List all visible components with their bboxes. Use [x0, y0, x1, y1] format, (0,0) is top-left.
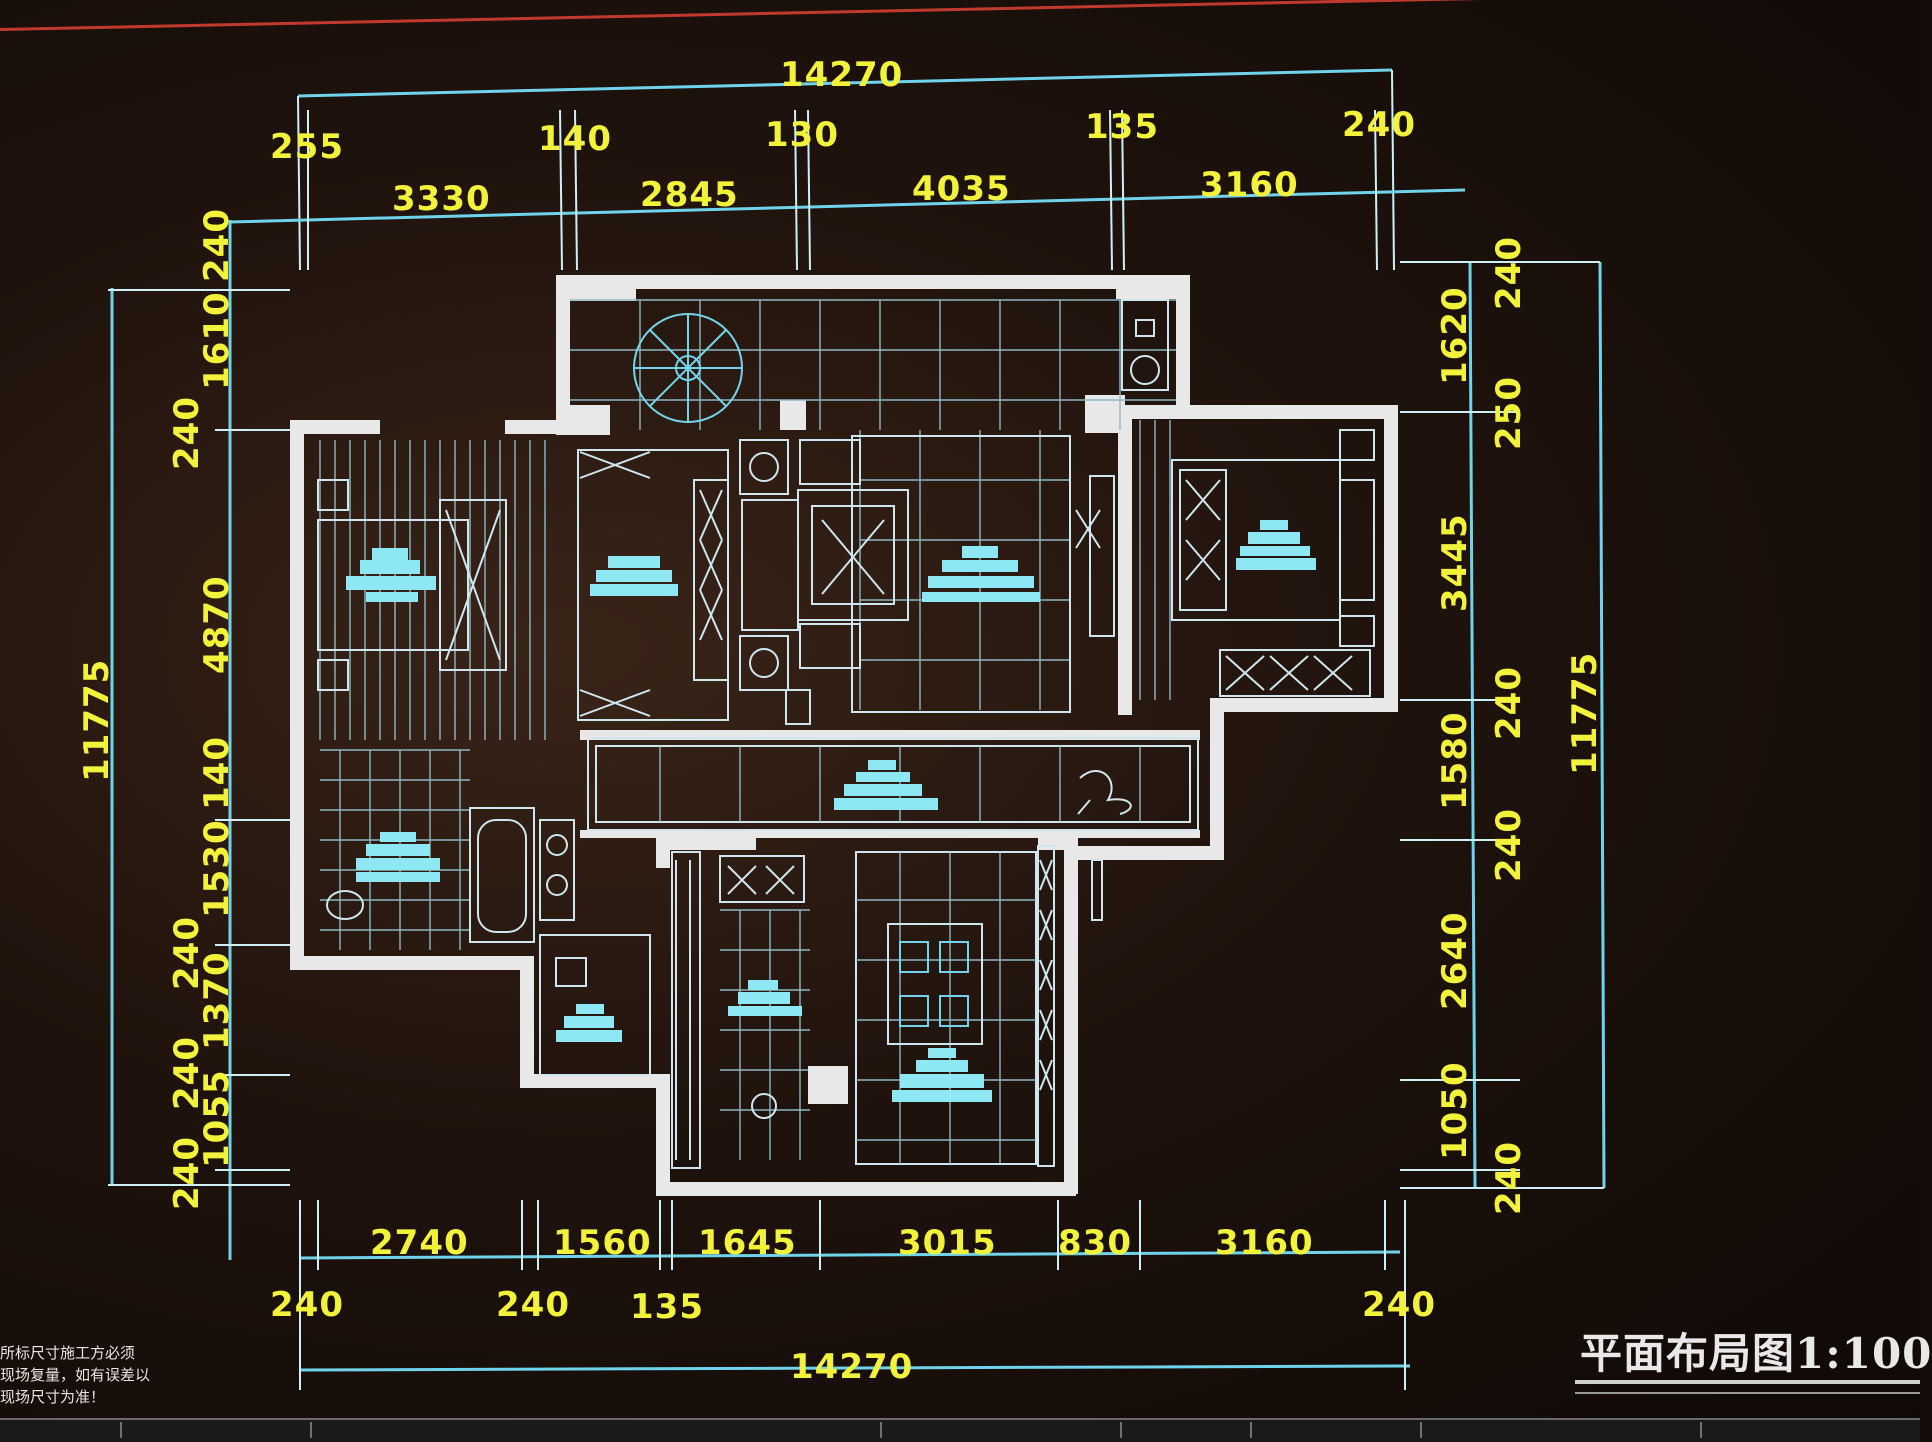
building-walls [290, 275, 1398, 1196]
dim-bottom-main: 1645 [698, 1223, 797, 1263]
cad-status-bar[interactable] [0, 1418, 1920, 1442]
dim-right-label: 240 [1489, 808, 1529, 882]
dim-right-label: 240 [1489, 236, 1529, 310]
dim-bottom-main: 2740 [370, 1223, 469, 1263]
dim-left-label: 240 [167, 1136, 207, 1210]
dim-left-label: 240 [167, 916, 207, 990]
balcony-area [570, 299, 1176, 430]
left-dimension-chain [108, 220, 290, 1260]
dim-bottom-small: 240 [270, 1285, 344, 1325]
dim-top-small: 130 [765, 115, 839, 155]
dim-bottom-small: 135 [630, 1287, 704, 1327]
dining-room [855, 845, 1103, 1167]
dim-bottom-main: 3015 [898, 1223, 997, 1263]
dim-bottom-overall: 14270 [790, 1347, 913, 1387]
master-bedroom [317, 440, 729, 740]
right-dimension-chain [1400, 261, 1606, 1189]
second-bedroom [1139, 420, 1375, 700]
status-segment[interactable] [120, 1422, 122, 1438]
dim-right-label: 3445 [1435, 513, 1475, 612]
dim-left-label: 140 [197, 736, 237, 810]
kitchen [671, 851, 848, 1169]
dim-left-overall: 11775 [77, 659, 117, 782]
status-segment[interactable] [1700, 1422, 1702, 1438]
title-underline [1575, 1380, 1920, 1384]
dim-left-label: 1610 [197, 291, 237, 390]
status-segment[interactable] [1250, 1422, 1252, 1438]
dim-left-label: 240 [167, 1036, 207, 1110]
living-room [739, 430, 1115, 725]
dim-right-overall: 11775 [1565, 652, 1605, 775]
corridor [587, 737, 1199, 831]
status-segment[interactable] [1420, 1422, 1422, 1438]
note-line: 所标尺寸施工方必须 [0, 1344, 136, 1362]
status-segment[interactable] [310, 1422, 312, 1438]
dim-right-label: 240 [1489, 1141, 1529, 1215]
dim-right-label: 2640 [1435, 911, 1475, 1010]
bathroom-left [320, 749, 651, 1076]
dim-top-small: 240 [1342, 105, 1416, 145]
dim-top-overall: 14270 [780, 55, 903, 95]
dim-bottom-small: 240 [1362, 1285, 1436, 1325]
note-line: 现场尺寸为准！ [0, 1388, 106, 1406]
dim-top-small: 140 [538, 119, 612, 159]
top-dimension-chain [229, 68, 1466, 271]
dim-left-label: 240 [167, 396, 207, 470]
dim-left-label: 4870 [197, 575, 237, 674]
dim-bottom-main: 1560 [553, 1223, 652, 1263]
dim-top-main: 3160 [1200, 165, 1299, 205]
dim-left-label: 1530 [197, 819, 237, 918]
drawing-title: 平面布局图1:100 [1580, 1329, 1932, 1378]
dim-top-main: 4035 [912, 169, 1011, 209]
dim-right-label: 240 [1489, 666, 1529, 740]
title-underline-thin [1575, 1392, 1920, 1394]
dim-right-label: 1620 [1435, 286, 1475, 385]
dim-left-label: 1055 [197, 1069, 237, 1168]
note-line: 现场复量，如有误差以 [0, 1366, 151, 1384]
bottom-dimension-chain [299, 1200, 1411, 1390]
status-segment[interactable] [1120, 1422, 1122, 1438]
dim-top-main: 3330 [392, 179, 491, 219]
dim-bottom-main: 830 [1058, 1223, 1132, 1263]
construction-note: 所标尺寸施工方必须 现场复量，如有误差以 现场尺寸为准！ [0, 1342, 150, 1408]
status-segment[interactable] [880, 1422, 882, 1438]
dim-top-small: 135 [1085, 107, 1159, 147]
dim-left-label: 1370 [197, 951, 237, 1050]
dim-bottom-main: 3160 [1215, 1223, 1314, 1263]
dim-top-small: 255 [270, 127, 344, 167]
dim-right-label: 250 [1489, 376, 1529, 450]
dim-right-label: 1580 [1435, 711, 1475, 810]
dim-left-label: 240 [197, 208, 237, 282]
dim-right-label: 1050 [1435, 1061, 1475, 1160]
dim-bottom-small: 240 [496, 1285, 570, 1325]
dim-top-main: 2845 [640, 175, 739, 215]
